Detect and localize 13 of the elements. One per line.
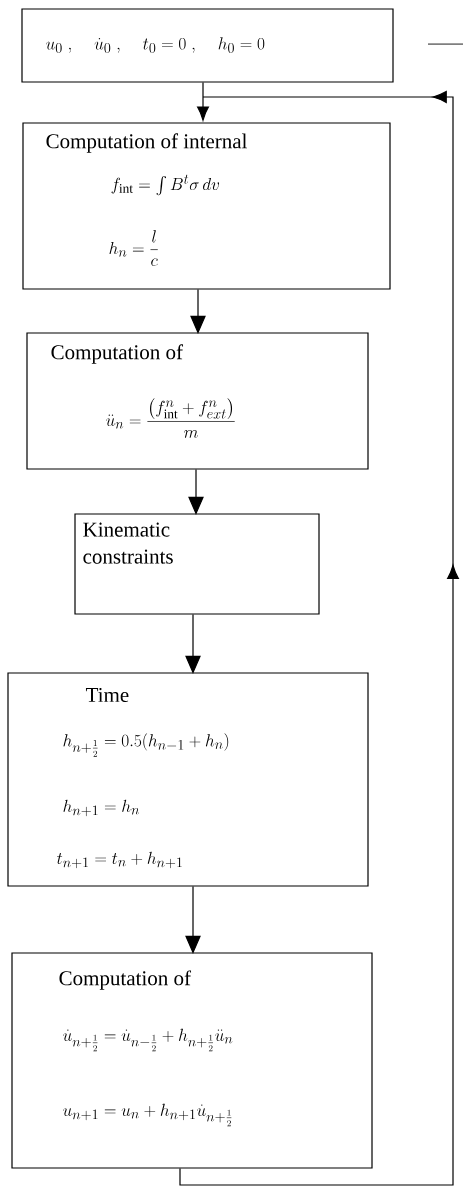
arrow [188, 469, 204, 514]
process-box: Computation of $\dot{u}_{n+\frac{1}{2}}=\dot{u}_{n-\frac{1}{2}}+h_{n+\frac{1}{2}}\ddot{u}_n$ $u_{n+1}=u_n+h_{n+1}\dot{u}_{n+\frac{1}{2}}$ [11, 952, 373, 1169]
process-box: Time $h_{n+\frac{1}{2}}=0.5(h_{n-1}+h_n)$ $h_{n+1}=h_n$ $t_{n+1}=t_n+h_{n+1}$ [7, 672, 369, 887]
process-box: $u_0\;,\quad \dot{u}_0\;,\quad t_0=0\;,\quad h_0=0$ [21, 8, 394, 83]
feedback-line [179, 91, 460, 1186]
process-box: Computation of $\ddot{u}_n=\dfrac{\left(f^n_{\mathrm{int}}+f^n_{ext}\right)}{m}$ [26, 332, 369, 470]
process-box: Kinematic constraints [74, 513, 320, 615]
connector-line [202, 82, 204, 98]
process-box: Computation of internal $f_{\mathrm{int}}=\int B^t\sigma\,dv$ $h_n=\dfrac{l}{c}$ [22, 122, 391, 290]
arrow [197, 96, 209, 121]
arrow [190, 289, 206, 333]
arrow [185, 614, 201, 673]
arrow [185, 886, 201, 953]
